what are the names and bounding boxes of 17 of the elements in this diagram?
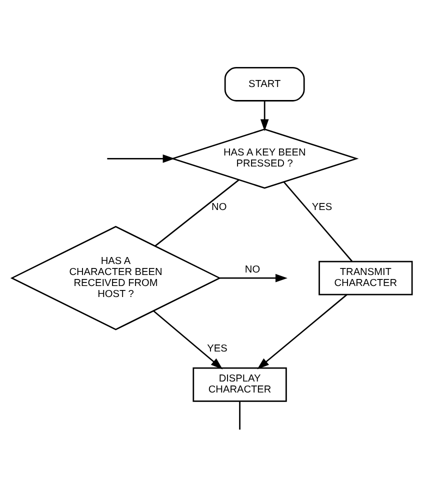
arrow — [260, 100, 269, 131]
edge-label: YES — [207, 342, 228, 354]
arrow — [257, 294, 348, 369]
node-box: DISPLAY CHARACTER — [192, 366, 287, 402]
node-box: START — [224, 66, 305, 101]
arrow — [220, 273, 288, 282]
edge-label: NO — [212, 201, 227, 212]
node-diamond: HAS A CHARACTER BEEN RECEIVED FROM HOST ? — [10, 225, 222, 330]
node-diamond: HAS A KEY BEEN PRESSED ? — [170, 128, 359, 188]
connector — [239, 400, 240, 430]
node-box: TRANSMIT CHARACTER — [318, 260, 413, 295]
edge-label: NO — [244, 264, 260, 275]
arrow — [153, 310, 223, 369]
arrow — [107, 154, 175, 162]
connector — [283, 181, 353, 262]
connector — [154, 179, 240, 246]
edge-label: YES — [312, 201, 332, 212]
